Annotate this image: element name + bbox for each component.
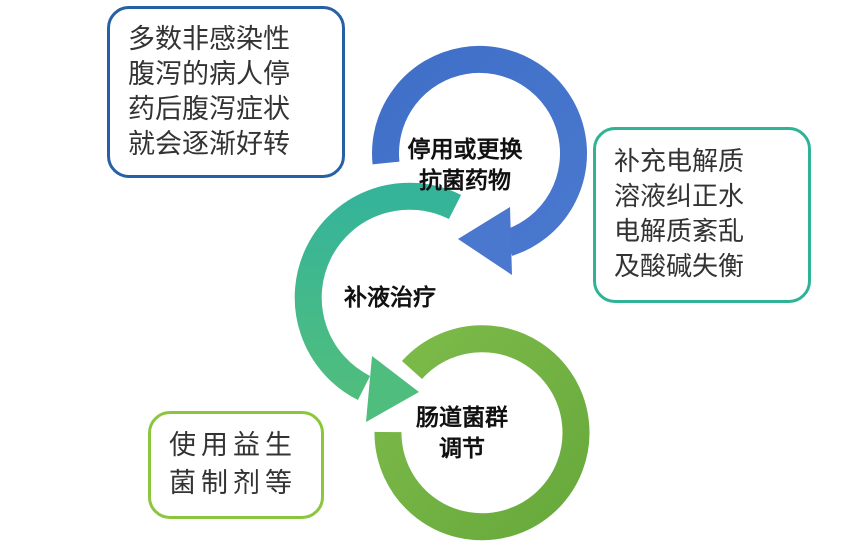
callout-probiotic-note: 使用益生 菌制剂等 (148, 411, 324, 519)
cycle-step-gut-flora: 肠道菌群 调节 (397, 403, 527, 465)
callout-line: 补充电解质 (614, 147, 745, 177)
cycle-step-line: 停用或更换 (407, 137, 523, 163)
callout-stop-drug-note: 多数非感染性 腹泻的病人停 药后腹泻症状 就会逐渐好转 (107, 6, 345, 178)
cycle-arrowhead-2 (366, 356, 419, 422)
cycle-step-fluid-therapy: 补液治疗 (320, 283, 460, 314)
callout-line: 使用益生 (169, 430, 297, 461)
cycle-step-line: 抗菌药物 (419, 168, 511, 194)
callout-line: 溶液纠正水 (614, 182, 745, 212)
callout-line: 多数非感染性 (128, 24, 290, 55)
cycle-arc-2 (294, 182, 462, 401)
callout-line: 药后腹泻症状 (128, 94, 290, 125)
cycle-step-line: 补液治疗 (344, 285, 436, 311)
cycle-arrowhead-1 (458, 207, 512, 275)
callout-line: 及酸碱失衡 (614, 252, 745, 282)
cycle-arc-3 (374, 325, 590, 541)
cycle-arc-1 (372, 45, 587, 256)
callout-line: 就会逐渐好转 (128, 129, 290, 160)
callout-line: 菌制剂等 (169, 468, 297, 499)
callout-electrolyte-note: 补充电解质 溶液纠正水 电解质紊乱 及酸碱失衡 (593, 127, 811, 303)
cycle-step-line: 肠道菌群 (416, 405, 508, 431)
callout-line: 腹泻的病人停 (128, 59, 290, 90)
cycle-step-stop-antibiotics: 停用或更换 抗菌药物 (395, 135, 535, 197)
callout-line: 电解质紊乱 (614, 217, 745, 247)
cycle-step-line: 调节 (439, 436, 485, 462)
